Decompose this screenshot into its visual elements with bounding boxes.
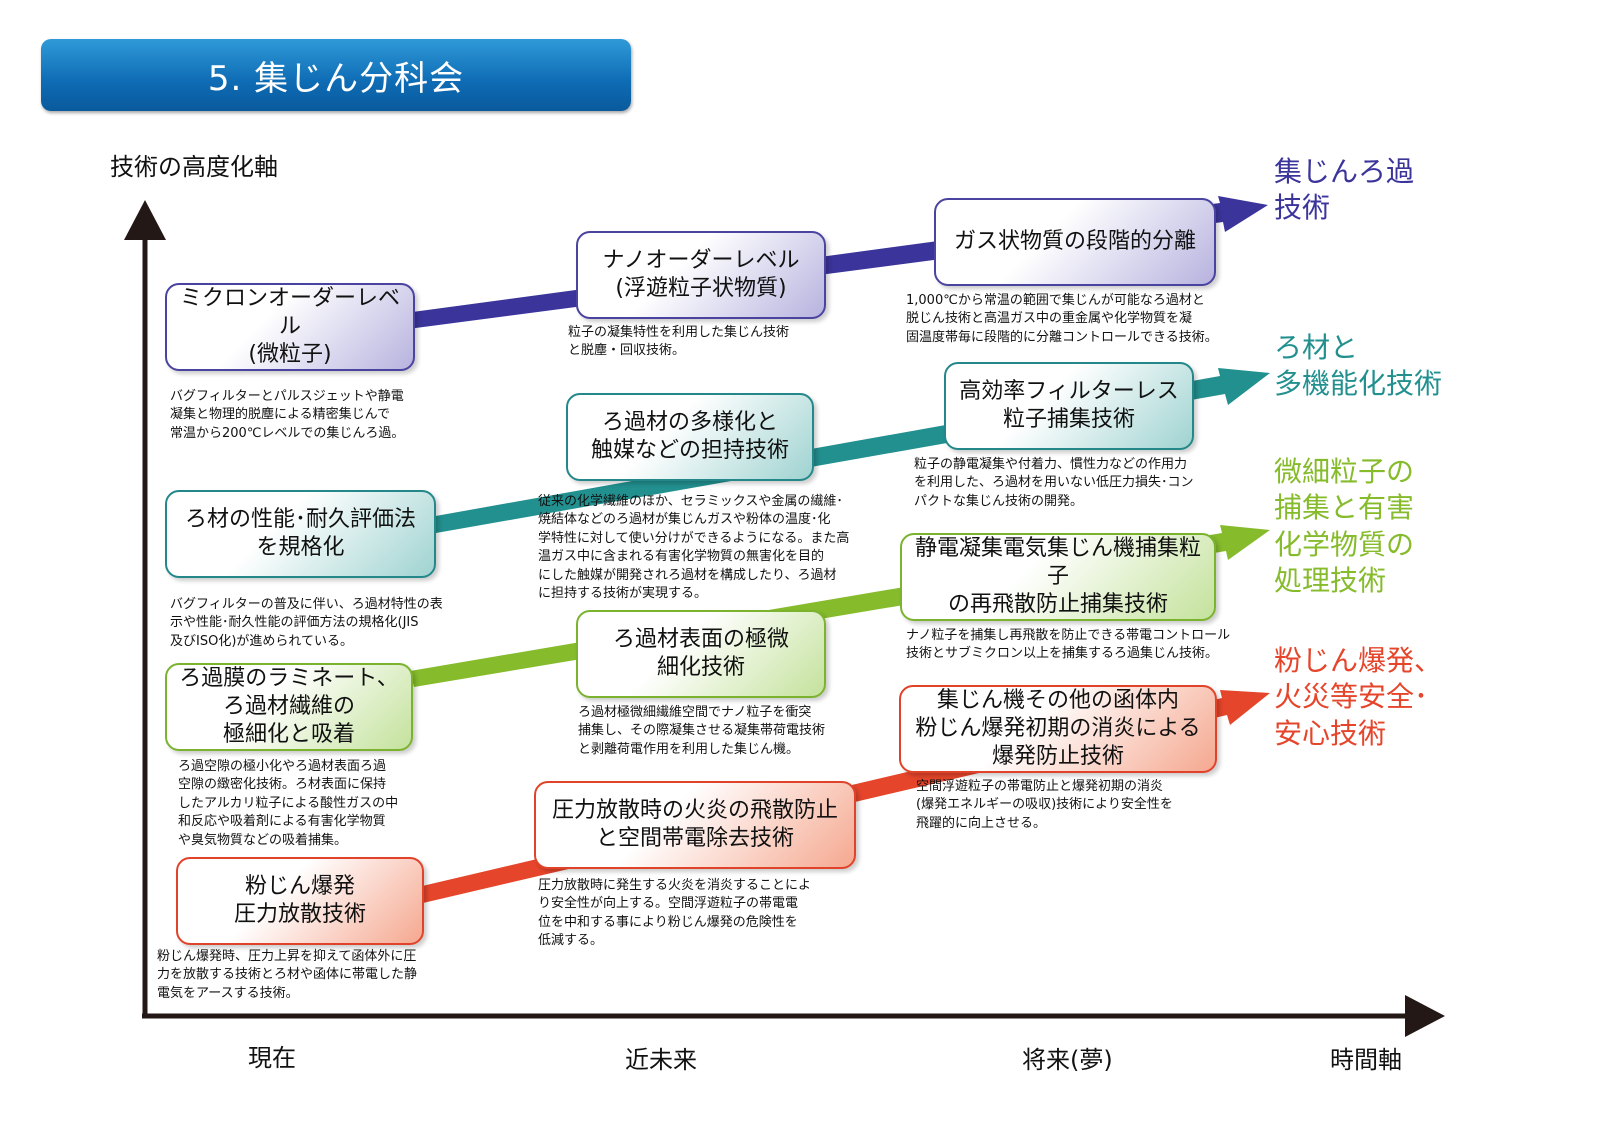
box-micron-order-level: ミクロンオーダーレベル (微粒子) — [165, 283, 415, 371]
x-tick-future-dream: 将来(夢) — [1022, 1046, 1113, 1074]
desc-filterless-capture: 粒子の静電凝集や付着力、慣性力などの作用力 を利用した、ろ過材を用いない低圧力損… — [914, 457, 1194, 509]
goal-dust-filtration: 集じんろ過 技術 — [1274, 155, 1415, 225]
x-axis-arrowhead — [1405, 995, 1445, 1037]
page-title: 5. 集じん分科会 — [41, 39, 631, 111]
goal-fine-particle-capture: 微細粒子の 捕集と有害 化学物質の 処理技術 — [1274, 455, 1415, 598]
desc-micron-order-level: バグフィルターとパルスジェットや静電 凝集と物理的脱塵による精密集じんで 常温か… — [170, 389, 405, 441]
desc-flame-prevention: 圧力放散時に発生する火炎を消炎することによ り安全性が向上する。空間浮遊粒子の帯… — [538, 878, 812, 949]
box-flame-prevention: 圧力放散時の火炎の飛散防止 と空間帯電除去技術 — [534, 781, 856, 869]
x-axis-label: 時間軸 — [1330, 1046, 1402, 1074]
desc-explosion-venting: 粉じん爆発時、圧力上昇を抑えて函体外に圧 力を放散する技術とろ材や函体に帯電した… — [157, 949, 418, 1001]
y-axis-arrowhead — [124, 200, 166, 240]
desc-filter-diversification: 従来の化学繊維のほか、セラミックスや金属の繊維･ 焼結体などのろ過材が集じんガス… — [538, 494, 850, 602]
box-filter-standardization: ろ材の性能･耐久評価法 を規格化 — [165, 490, 436, 578]
desc-filter-standardization: バグフィルターの普及に伴い、ろ過材特性の表 示や性能･耐久性能の評価方法の規格化… — [170, 597, 443, 649]
box-surface-refinement: ろ過材表面の極微 細化技術 — [576, 610, 826, 698]
goal-safety: 粉じん爆発、 火災等安全･ 安心技術 — [1274, 644, 1443, 750]
goal-multifunction: ろ材と 多機能化技術 — [1274, 331, 1443, 401]
box-explosion-venting: 粉じん爆発 圧力放散技術 — [176, 857, 424, 945]
box-reentrainment-prevention: 静電凝集電気集じん機捕集粒子 の再飛散防止捕集技術 — [900, 533, 1216, 621]
box-gas-separation: ガス状物質の段階的分離 — [934, 198, 1216, 286]
desc-explosion-suppression: 空間浮遊粒子の帯電防止と爆発初期の消炎 (爆発エネルギーの吸収)技術により安全性… — [916, 779, 1173, 831]
box-filterless-capture: 高効率フィルターレス 粒子捕集技術 — [944, 362, 1194, 450]
box-membrane-laminate: ろ過膜のラミネート、 ろ過材繊維の 極細化と吸着 — [165, 663, 413, 751]
desc-surface-refinement: ろ過材極微細繊維空間でナノ粒子を衝突 捕集し、その際凝集させる凝集帯荷電技術 と… — [578, 705, 826, 757]
desc-membrane-laminate: ろ過空隙の極小化やろ過材表面ろ過 空隙の緻密化技術。ろ材表面に保持 したアルカリ… — [178, 759, 399, 848]
box-nano-order-level: ナノオーダーレベル (浮遊粒子状物質) — [576, 231, 826, 319]
x-tick-present: 現在 — [248, 1044, 296, 1072]
desc-gas-separation: 1,000℃から常温の範囲で集じんが可能なろ過材と 脱じん技術と高温ガス中の重金… — [906, 293, 1218, 345]
desc-reentrainment-prevention: ナノ粒子を捕集し再飛散を防止できる帯電コントロール 技術とサブミクロン以上を捕集… — [906, 628, 1231, 662]
box-explosion-suppression: 集じん機その他の函体内 粉じん爆発初期の消炎による 爆発防止技術 — [899, 685, 1217, 773]
desc-nano-order-level: 粒子の凝集特性を利用した集じん技術 と脱塵・回収技術。 — [568, 325, 790, 359]
box-filter-diversification: ろ過材の多様化と 触媒などの担持技術 — [566, 393, 814, 481]
y-axis-label: 技術の高度化軸 — [110, 153, 278, 181]
x-tick-near-future: 近未来 — [625, 1046, 697, 1074]
